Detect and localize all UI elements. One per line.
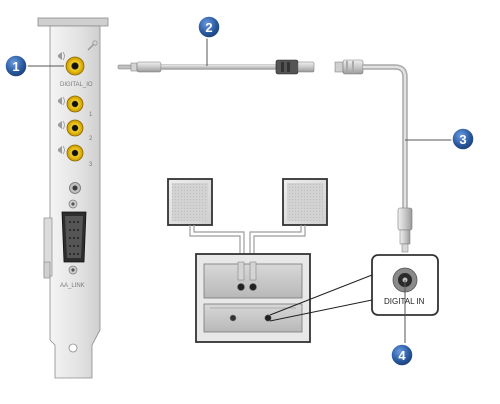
callout-lines	[26, 38, 452, 343]
aa-link-connector	[61, 199, 87, 275]
svg-text:· ·: · ·	[243, 293, 246, 297]
left-speaker	[167, 178, 213, 226]
port-2-label: 2	[89, 136, 93, 142]
callout-4-number: 4	[398, 348, 406, 363]
aa-link-label: AA_LINK	[60, 283, 85, 289]
callout-3-number: 3	[459, 132, 466, 147]
speaker-symbol-icons	[58, 51, 65, 155]
audio-jack-2	[66, 119, 84, 137]
callout-2-number: 2	[205, 20, 212, 35]
small-round-port	[69, 182, 81, 194]
coaxial-cable	[334, 59, 413, 253]
callout-1: 1	[4, 54, 28, 78]
right-speaker	[282, 178, 328, 226]
callout-1-number: 1	[12, 59, 19, 74]
mic-icon	[87, 40, 98, 51]
digital-io-label: DIGITAL_IO	[60, 82, 93, 88]
audio-jack-1	[66, 95, 84, 113]
digital-io-jack	[65, 56, 85, 76]
port-3-label: 3	[89, 162, 93, 168]
callout-3: 3	[451, 127, 475, 151]
audio-jack-3	[66, 144, 84, 162]
callout-4: 4	[390, 343, 414, 367]
digital-in-label: DIGITAL IN	[384, 297, 425, 306]
mini-jack-to-rca-cable	[117, 59, 315, 75]
callout-2: 2	[197, 15, 221, 39]
speaker-amplifier-panel: · ·	[195, 253, 311, 343]
zoom-lines	[269, 274, 373, 322]
port-1-label: 1	[89, 112, 93, 118]
speaker-wires	[189, 225, 306, 262]
